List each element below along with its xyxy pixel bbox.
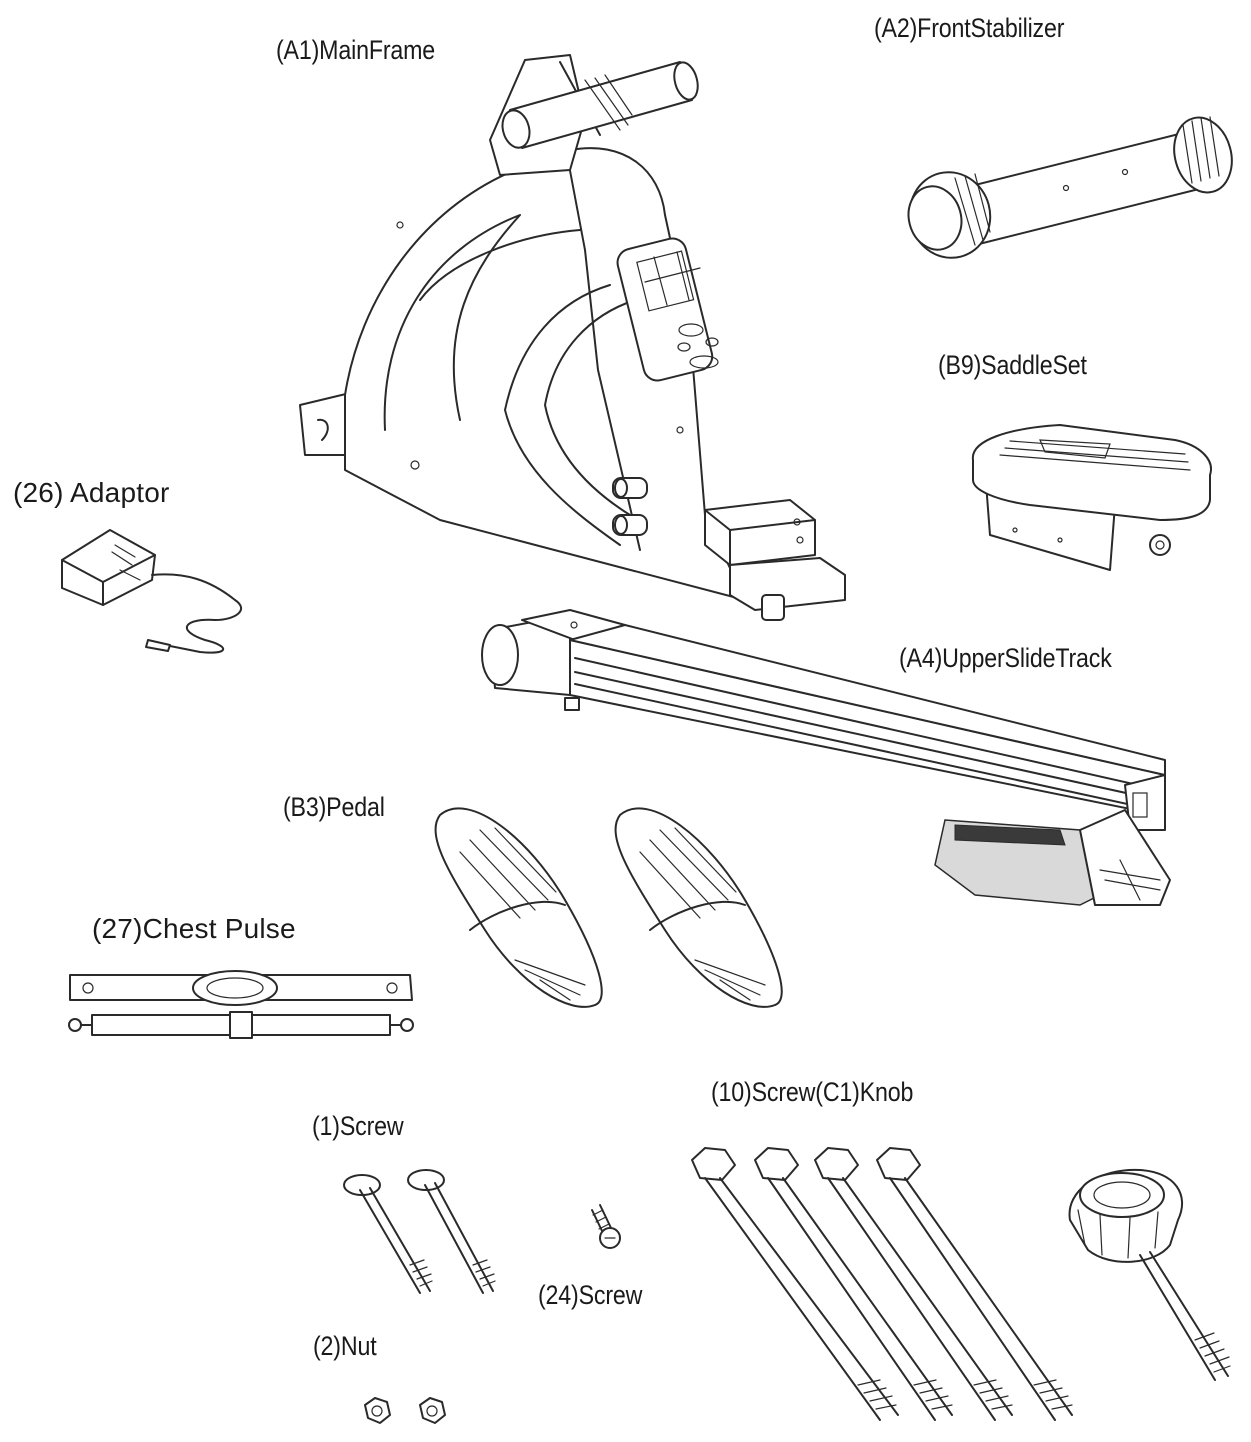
- knob-drawing: [1068, 1168, 1231, 1381]
- nuts-drawing: [364, 1397, 446, 1424]
- front-stabilizer-label: (A2)FrontStabilizer: [874, 13, 1065, 43]
- screw-knob-label: (10)Screw(C1)Knob: [711, 1077, 914, 1107]
- saddle-set-drawing: [971, 424, 1212, 571]
- main-frame-drawing: [299, 54, 846, 621]
- long-screws-drawing: [691, 1147, 1073, 1421]
- screw-1-label: (1)Screw: [312, 1111, 404, 1141]
- pedal-label: (B3)Pedal: [283, 792, 385, 822]
- pedals-drawing: [434, 807, 783, 1008]
- adaptor-label: (26) Adaptor: [13, 477, 170, 508]
- main-frame-label: (A1)MainFrame: [276, 35, 436, 65]
- screw-24-drawing: [591, 1204, 621, 1249]
- chest-pulse-drawing: [68, 970, 414, 1039]
- upper-slide-track-label: (A4)UpperSlideTrack: [899, 643, 1112, 673]
- adaptor-drawing: [61, 529, 243, 654]
- screws-1-drawing: [343, 1169, 496, 1294]
- chest-pulse-label: (27)Chest Pulse: [92, 913, 296, 944]
- front-stabilizer-drawing: [907, 116, 1233, 259]
- nut-2-label: (2)Nut: [313, 1331, 377, 1361]
- upper-slide-track-drawing: [481, 609, 1171, 906]
- saddle-set-label: (B9)SaddleSet: [938, 350, 1087, 380]
- screw-24-label: (24)Screw: [538, 1280, 643, 1310]
